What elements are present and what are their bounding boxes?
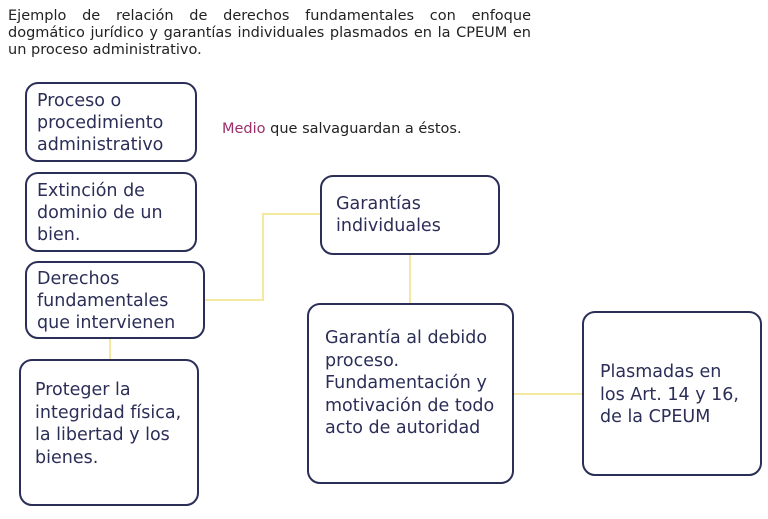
intro-paragraph: Ejemplo de relación de derechos fundamen…: [8, 8, 531, 58]
medio-caption: Medio que salvaguardan a éstos.: [222, 121, 462, 137]
box-proceso-administrativo: Proceso o procedimiento administrativo: [25, 82, 197, 162]
box-proteger-integridad: Proteger la integridad física, la libert…: [19, 359, 199, 506]
box-derechos-fundamentales: Derechos fundamentales que intervienen: [25, 261, 205, 339]
medio-caption-rest: que salvaguardan a éstos.: [265, 121, 462, 137]
medio-accent-word: Medio: [222, 121, 266, 137]
box-extincion-dominio: Extinción de dominio de un bien.: [25, 172, 197, 252]
box-debido-proceso: Garantía al debido proceso. Fundamentaci…: [307, 303, 514, 484]
box-plasmadas-cpeum: Plasmadas en los Art. 14 y 16, de la CPE…: [582, 311, 762, 476]
box-garantias-individuales: Garantías individuales: [320, 175, 500, 255]
connector-derechos-garantias: [205, 213, 320, 301]
